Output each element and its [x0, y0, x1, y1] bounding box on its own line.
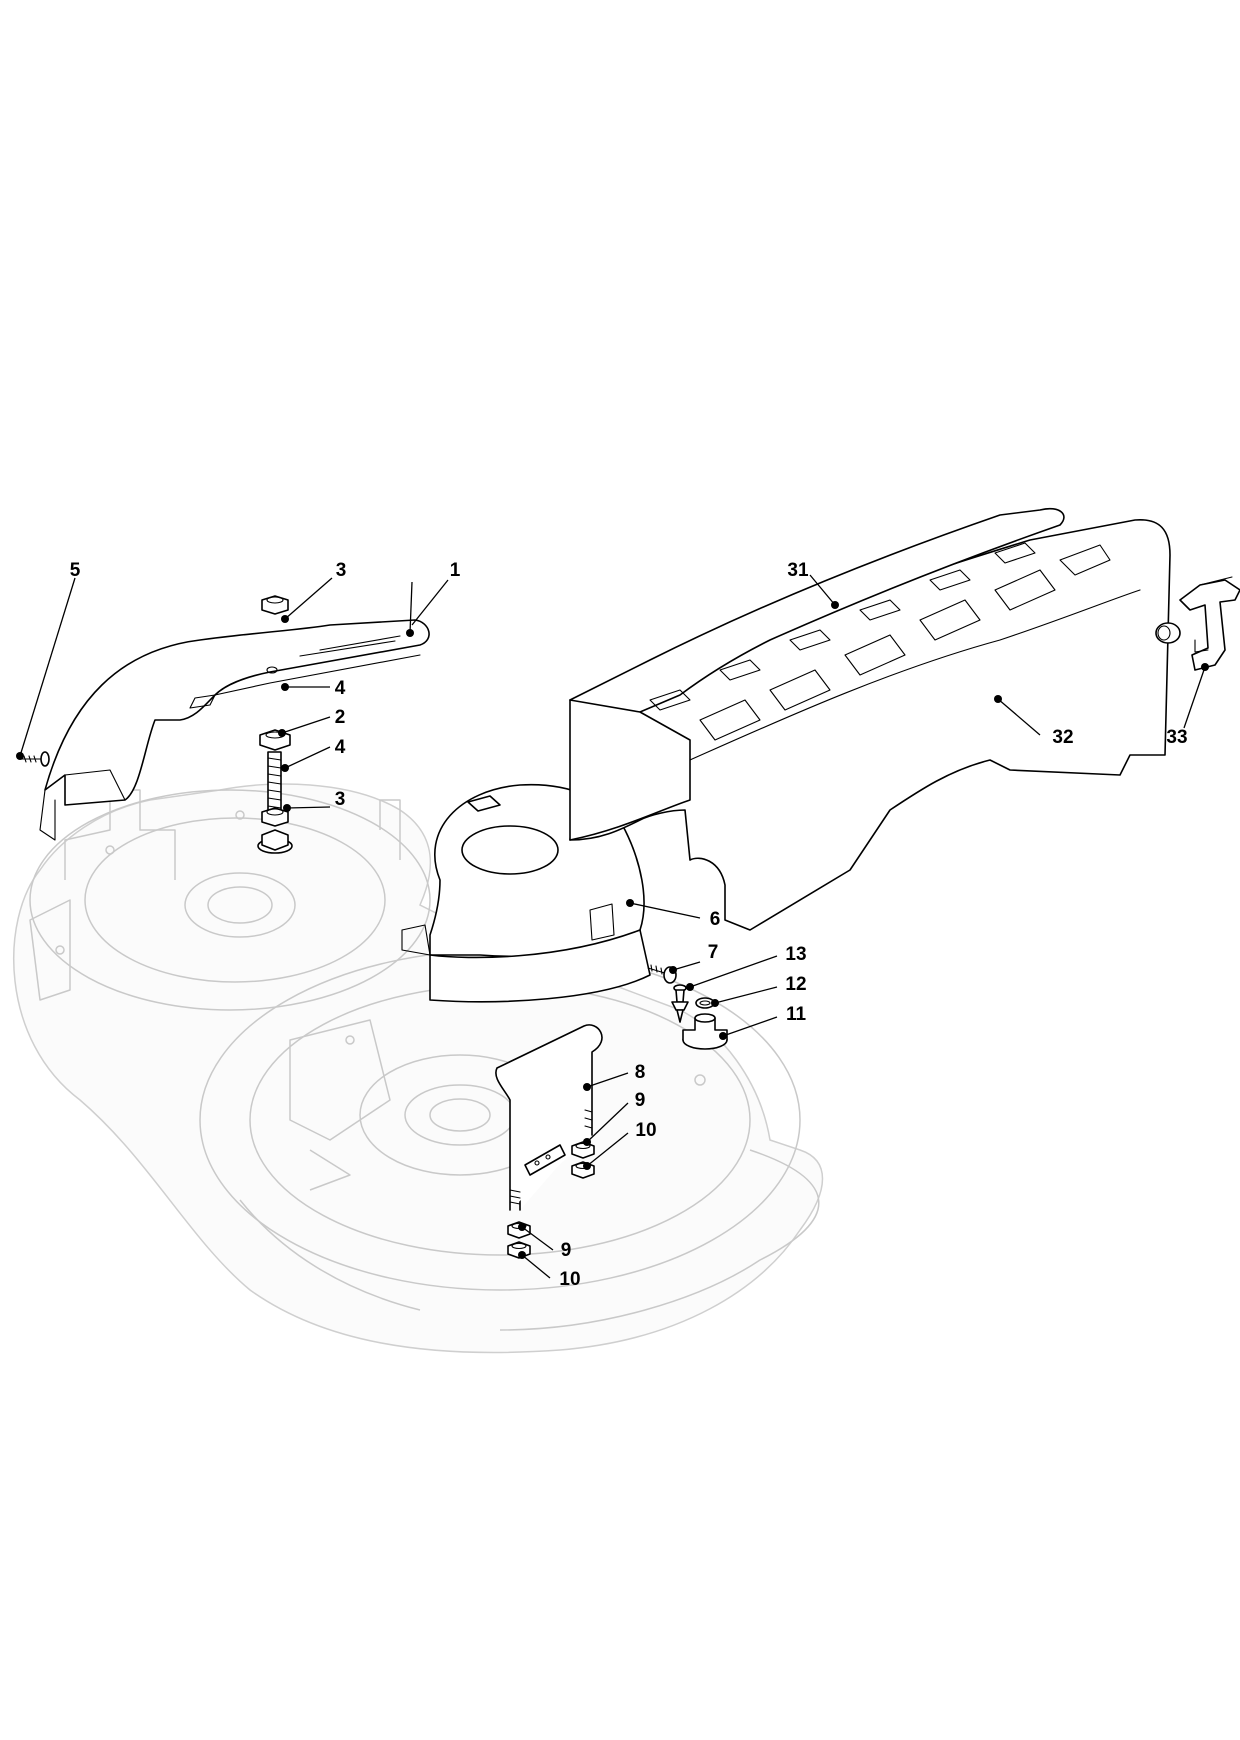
nut-10a	[571, 1161, 595, 1179]
discharge-chute	[569, 507, 1181, 931]
callout-label-13: 13	[785, 944, 806, 965]
screw-side	[21, 751, 50, 767]
callout-13: 13	[686, 944, 807, 991]
callout-label-12: 12	[785, 974, 806, 995]
callout-label-3-bottom: 3	[335, 789, 346, 810]
callout-4-top: 4	[281, 678, 346, 699]
callout-label-2: 2	[335, 707, 346, 728]
callout-1: 1	[406, 560, 461, 637]
nut-top	[261, 595, 289, 615]
mower-deck-outline	[12, 783, 824, 1354]
callout-label-4-top: 4	[335, 678, 346, 699]
callout-label-11: 11	[786, 1004, 807, 1025]
pulley-cover	[401, 783, 651, 1003]
deck-handle	[495, 1024, 603, 1211]
callout-label-31: 31	[787, 560, 809, 581]
callout-2: 2	[278, 707, 345, 737]
callout-12: 12	[711, 974, 807, 1007]
nut-lower-bolt	[261, 807, 289, 827]
callout-8: 8	[583, 1062, 645, 1091]
callout-label-32: 32	[1052, 727, 1073, 748]
callout-10-bottom: 10	[518, 1251, 581, 1290]
callout-33: 33	[1166, 663, 1209, 748]
fastener-13	[671, 984, 689, 1023]
callout-3-bottom: 3	[283, 789, 345, 812]
belt-guard	[39, 619, 430, 841]
callout-label-10-top: 10	[635, 1120, 656, 1141]
callout-label-10-bottom: 10	[559, 1269, 580, 1290]
callout-11: 11	[719, 1004, 806, 1040]
threaded-rod	[267, 751, 282, 821]
callout-10-top: 10	[583, 1120, 657, 1170]
callout-7: 7	[669, 942, 718, 974]
callout-31: 31	[787, 560, 839, 609]
flange-nut-lower	[257, 829, 293, 854]
callout-label-9-bottom: 9	[561, 1240, 572, 1261]
callout-label-6: 6	[710, 909, 721, 930]
callout-4-bottom: 4	[281, 737, 346, 772]
callout-label-3-top: 3	[336, 560, 347, 581]
callout-5: 5	[16, 560, 81, 760]
knob-11	[682, 1013, 728, 1050]
callout-label-1: 1	[450, 560, 461, 581]
callout-32: 32	[994, 695, 1074, 748]
callout-3-top: 3	[281, 560, 346, 623]
callout-9-top: 9	[583, 1090, 645, 1146]
callout-label-8: 8	[635, 1062, 646, 1083]
callout-label-5: 5	[70, 560, 81, 581]
callout-6: 6	[626, 899, 720, 930]
callout-label-33: 33	[1166, 727, 1187, 748]
nut-9a	[571, 1141, 595, 1159]
chute-clip	[1179, 576, 1240, 671]
callout-label-4-bottom: 4	[335, 737, 346, 758]
callout-label-7: 7	[708, 942, 719, 963]
callout-9-bottom: 9	[518, 1223, 571, 1261]
callout-label-9-top: 9	[635, 1090, 646, 1111]
